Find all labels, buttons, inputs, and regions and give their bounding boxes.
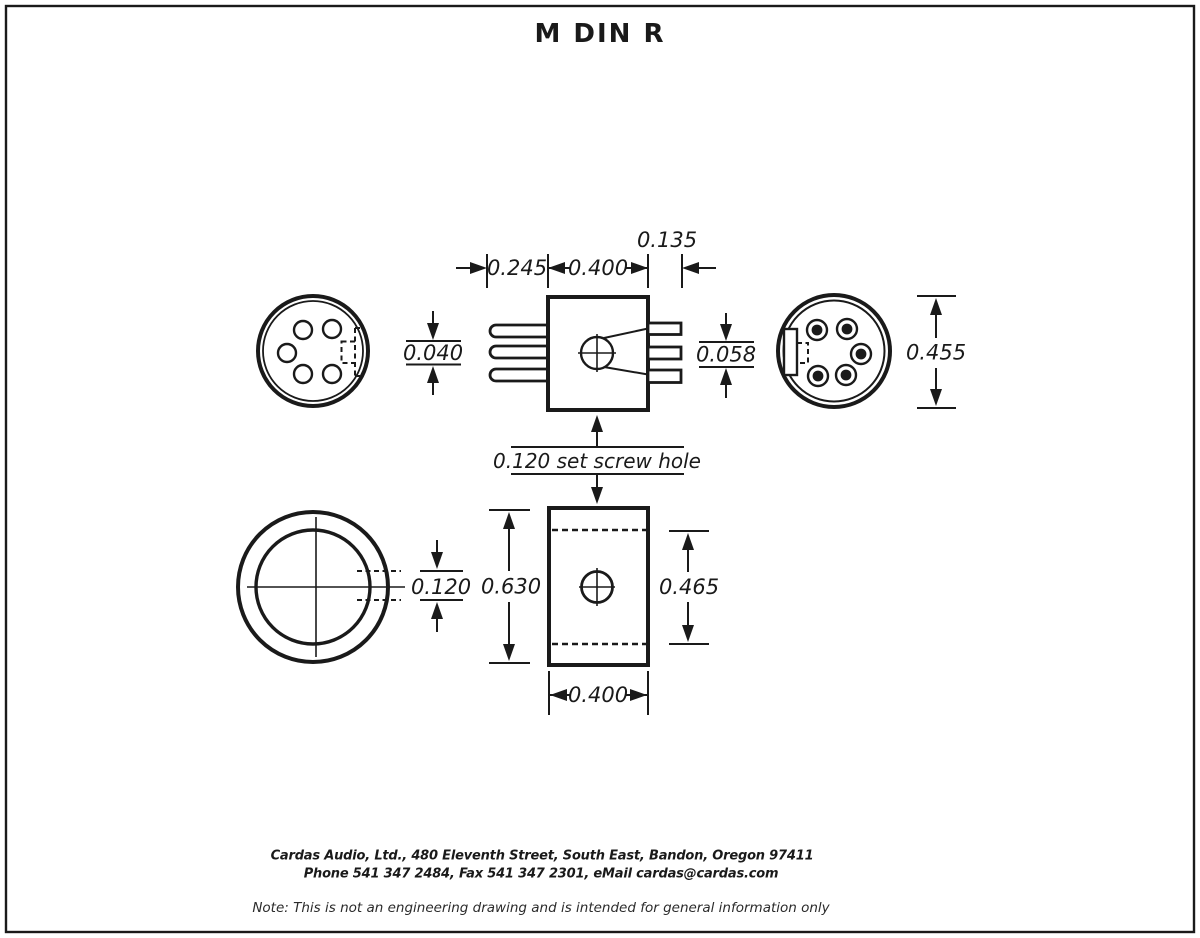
dim-base-width: 0.400 (568, 683, 628, 707)
arrow-left-icon (682, 262, 699, 274)
pin (488, 344, 548, 360)
pin-hole (321, 363, 343, 385)
dim-body-width: 0.400 (568, 256, 628, 280)
disclaimer-note: Note: This is not an engineering drawing… (252, 900, 830, 916)
dim-tab-thickness: 0.058 (696, 343, 756, 367)
dim-tab-thickness-group: 0.058 (696, 313, 756, 398)
footer-contact: Phone 541 347 2484, Fax 541 347 2301, eM… (304, 867, 779, 882)
dim-shell-diameter: 0.455 (906, 341, 966, 365)
dim-hole-span-group: 0.465 (659, 530, 719, 645)
arrow-down-icon (930, 389, 942, 406)
dim-shell-diameter-group: 0.455 (906, 295, 966, 409)
arrow-up-icon (682, 533, 694, 550)
dim-pin-thickness-group: 0.040 (403, 311, 463, 395)
arrow-up-icon (503, 512, 515, 529)
solder-tab (646, 345, 683, 361)
arrow-right-icon (470, 262, 487, 274)
shell-side-view (547, 506, 650, 667)
arrow-down-icon (503, 644, 515, 661)
arrow-down-icon (591, 487, 603, 504)
dim-set-screw-hole: 0.120 (411, 575, 471, 599)
arrow-up-icon (431, 602, 443, 619)
pin-hole (292, 319, 314, 341)
arrow-down-icon (682, 625, 694, 642)
dim-tab-length: 0.135 (637, 228, 697, 252)
arrow-up-icon (930, 298, 942, 315)
arrow-down-icon (427, 323, 439, 340)
arrow-up-icon (591, 415, 603, 432)
set-screw-callout: 0.120 set screw hole (493, 415, 701, 504)
dim-set-screw-hole-group: 0.120 (411, 540, 471, 632)
solder-tab (646, 321, 683, 336)
keyway-hidden-outline (340, 327, 363, 377)
keyway-tab (782, 327, 799, 377)
arrow-left-icon (548, 262, 565, 274)
dim-body-height: 0.630 (481, 575, 541, 599)
arrow-right-icon (630, 689, 647, 701)
arrow-down-icon (431, 552, 443, 569)
connector-front-view (256, 294, 370, 408)
page-border (4, 4, 1196, 934)
dim-hole-span: 0.465 (659, 575, 719, 599)
pin-hole (321, 318, 343, 340)
page-title: M DIN R (534, 19, 665, 49)
arrow-up-icon (427, 366, 439, 383)
arrow-down-icon (720, 324, 732, 341)
pin-hole (292, 363, 314, 385)
dim-base-width-group: 0.400 (548, 671, 649, 715)
connector-rear-view (776, 293, 892, 409)
set-screw-label: 0.120 set screw hole (493, 449, 701, 473)
pin (488, 367, 548, 383)
connector-side-view (488, 295, 683, 412)
shell-front-view (236, 510, 405, 664)
keyway-hidden-outline (796, 342, 809, 364)
dim-pin-exposed-length: 0.245 (487, 256, 547, 280)
pin-hole (276, 342, 298, 364)
arrow-right-icon (631, 262, 648, 274)
dim-body-height-group: 0.630 (481, 509, 541, 664)
top-dimension-row: 0.245 0.400 0.135 (456, 228, 716, 288)
footer-address: Cardas Audio, Ltd., 480 Eleventh Street,… (271, 849, 814, 864)
arrow-up-icon (720, 368, 732, 385)
solder-tab (646, 368, 683, 384)
dim-pin-thickness: 0.040 (403, 341, 463, 365)
pin (488, 323, 548, 339)
rear-pins (805, 317, 873, 388)
arrow-left-icon (550, 689, 567, 701)
